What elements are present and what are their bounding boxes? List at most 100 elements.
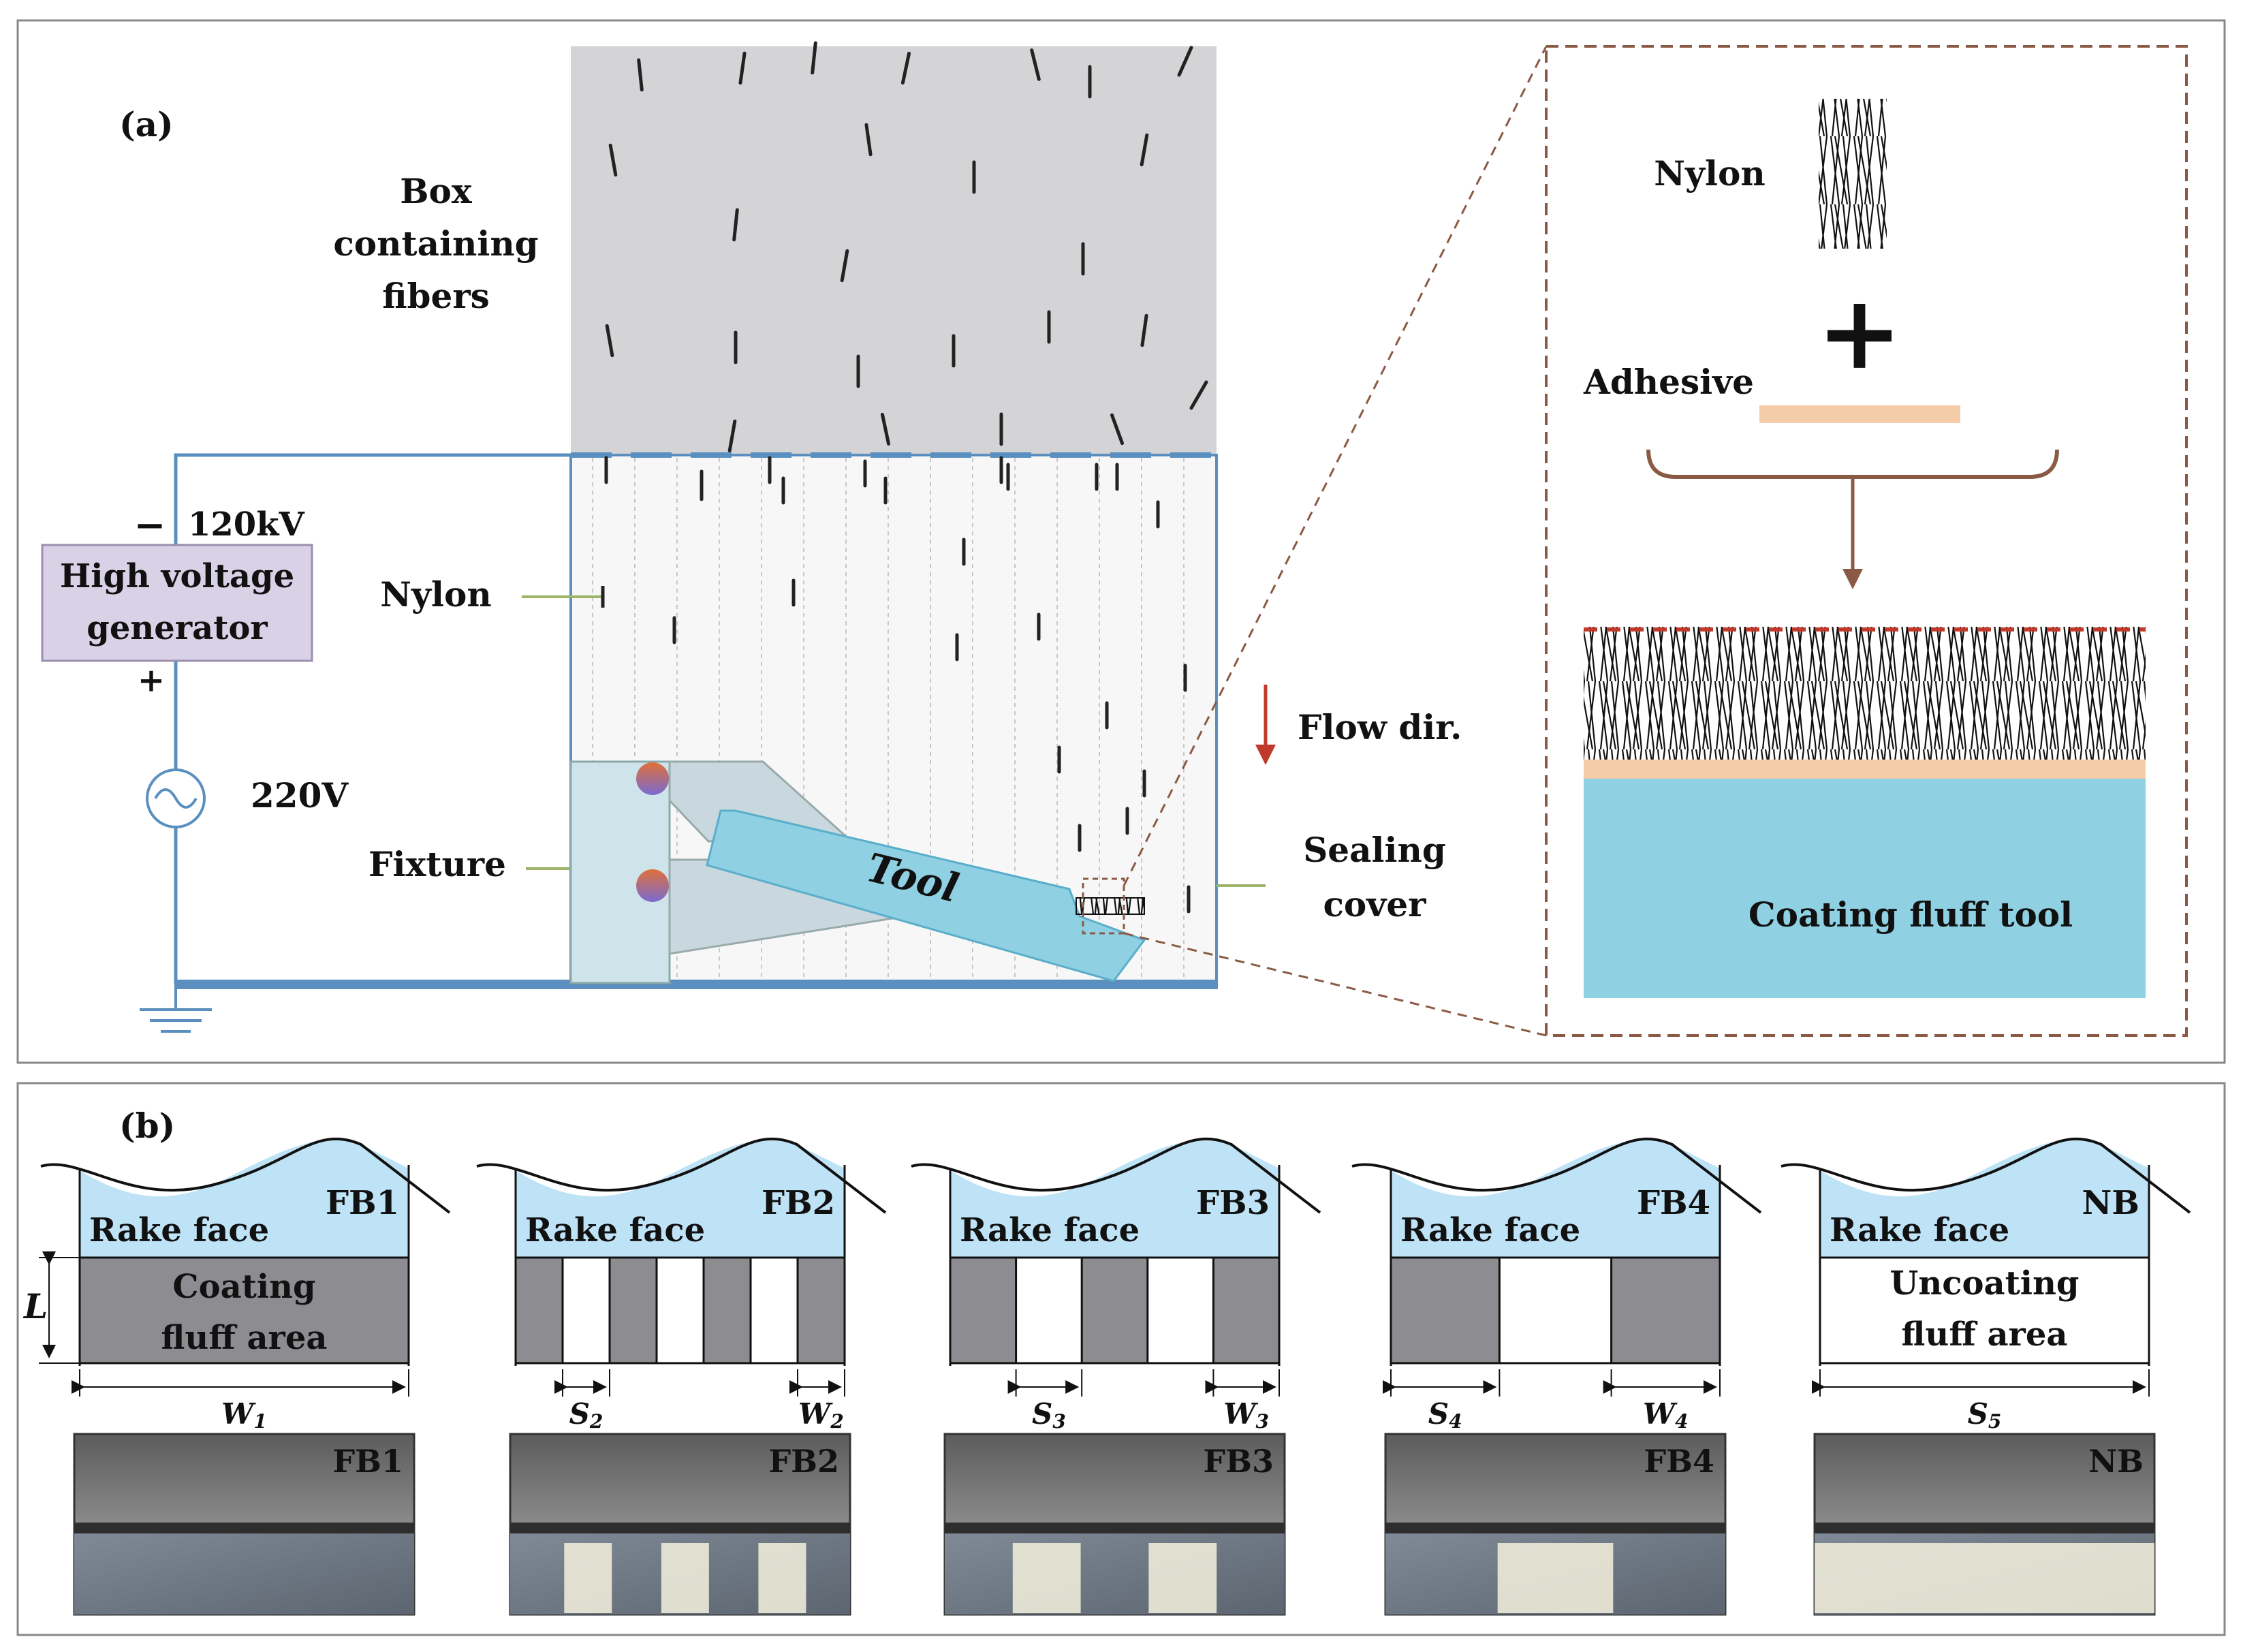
plus-sign: + <box>138 661 165 700</box>
zoom-line-top <box>1123 46 1548 886</box>
photo-lower <box>74 1533 414 1615</box>
inset-tool-body <box>1584 779 2146 998</box>
uncoated-area <box>1012 1543 1081 1613</box>
zoom-line-bottom <box>1123 932 1547 1037</box>
fluff-strip <box>949 1256 1018 1365</box>
ground-icon <box>140 984 212 1033</box>
fiber-box <box>571 46 1217 455</box>
photo-blade-name: FB3 <box>1203 1443 1274 1480</box>
rake-face-outline <box>40 1137 451 1214</box>
box-label-line1: Box <box>400 171 473 211</box>
spacing-dimension-label: S4 <box>1428 1397 1462 1433</box>
uncoated-area <box>1148 1543 1217 1613</box>
inset-nylon-label: Nylon <box>1654 153 1765 193</box>
photo-edge <box>1815 1523 2154 1533</box>
uncoated-area <box>1815 1543 2154 1613</box>
spacing-dimension-subscript: 5 <box>1988 1410 2001 1433</box>
fiber-stroke <box>1177 46 1193 77</box>
photo-edge <box>510 1523 850 1533</box>
fluff-strip <box>1610 1256 1721 1365</box>
panel-a-label: (a) <box>119 104 174 144</box>
inset-adhesive-label: Adhesive <box>1583 362 1754 402</box>
fluff-strip <box>608 1256 658 1365</box>
spacing-dimension-label: S5 <box>1968 1397 2002 1433</box>
blade-name: FB3 <box>1196 1184 1270 1222</box>
inset-adhesive-layer <box>1584 760 2146 779</box>
width-dimension-label: W3 <box>1223 1397 1269 1433</box>
photo-blade-name: FB4 <box>1644 1443 1714 1480</box>
fluff-strip <box>702 1256 752 1365</box>
sealing-label-line1: Sealing <box>1303 830 1446 870</box>
coating-label-line2: fluff area <box>161 1319 328 1357</box>
coating-label-line1: Coating <box>172 1268 315 1306</box>
rake-face-label: Rake face <box>525 1211 705 1249</box>
box-label-line2: containing <box>333 223 538 264</box>
width-dimension-subscript: 3 <box>1256 1410 1269 1433</box>
fluff-strip <box>514 1256 564 1365</box>
width-dimension-subscript: 1 <box>253 1410 266 1433</box>
photo-edge <box>74 1523 414 1533</box>
rake-face-area <box>1391 1139 1720 1258</box>
blade-name: FB4 <box>1637 1184 1710 1222</box>
sine-wave-icon <box>154 788 198 809</box>
nylon-label: Nylon <box>380 574 491 614</box>
voltage-120kv: 120kV <box>188 505 304 544</box>
spacing-dimension-label: S3 <box>1032 1397 1066 1433</box>
fiber-stroke <box>1140 313 1148 347</box>
ac-voltage-label: 220V <box>251 775 349 815</box>
wire-top <box>174 453 571 545</box>
rake-face-label: Rake face <box>89 1211 269 1249</box>
high-voltage-generator <box>41 544 313 662</box>
fluff-strip <box>1390 1256 1501 1365</box>
minus-sign: − <box>134 503 166 548</box>
uncoated-area <box>661 1543 709 1613</box>
fiber-stroke <box>1110 413 1125 446</box>
spacing-dimension-subscript: 4 <box>1449 1410 1462 1433</box>
rake-face-area <box>1820 1139 2149 1258</box>
height-label: L <box>22 1286 48 1326</box>
fluff-region <box>1390 1256 1721 1365</box>
tool-fluff-patch <box>1076 897 1145 915</box>
photo-edge <box>945 1523 1285 1533</box>
photo-blade-name: FB1 <box>332 1443 403 1480</box>
photo-edge <box>1385 1523 1725 1533</box>
rake-face-label: Rake face <box>1830 1211 2009 1249</box>
rake-face-outline <box>1781 1137 2191 1214</box>
flow-label: Flow dir. <box>1298 707 1462 747</box>
blade-name: FB1 <box>326 1184 399 1222</box>
rake-face-area <box>950 1139 1279 1258</box>
chamber-fibers <box>604 456 1191 914</box>
fluff-region <box>1819 1256 2150 1365</box>
fiber-stroke <box>608 143 618 177</box>
fiber-stroke <box>1140 133 1149 167</box>
rake-face-outline <box>1351 1137 1762 1214</box>
blade-name: FB2 <box>762 1184 835 1222</box>
fiber-stroke <box>727 419 737 453</box>
rake-face-label: Rake face <box>960 1211 1140 1249</box>
zoom-region <box>1082 877 1125 935</box>
box-label-line3: fibers <box>382 276 490 316</box>
uncoating-label-line2: fluff area <box>1902 1315 2068 1354</box>
uncoated-area <box>1497 1543 1614 1613</box>
inset-result-label: Coating fluff tool <box>1748 894 2073 935</box>
rake-face-outline <box>911 1137 1321 1214</box>
inset-fluff-layer <box>1584 627 2146 760</box>
fiber-stroke <box>1189 380 1208 410</box>
fiber-stroke <box>880 412 891 446</box>
panel-a-frame <box>16 19 2226 1064</box>
fixture-label: Fixture <box>368 844 506 884</box>
photo-blade-name: FB2 <box>768 1443 839 1480</box>
width-dimension-label: W1 <box>221 1397 267 1433</box>
fiber-stroke <box>811 41 817 75</box>
width-dimension-label: W4 <box>1643 1397 1689 1433</box>
panel-b-frame <box>16 1082 2226 1636</box>
inset-adhesive-bar <box>1759 405 1960 423</box>
spacing-dimension-label: S2 <box>569 1397 603 1433</box>
